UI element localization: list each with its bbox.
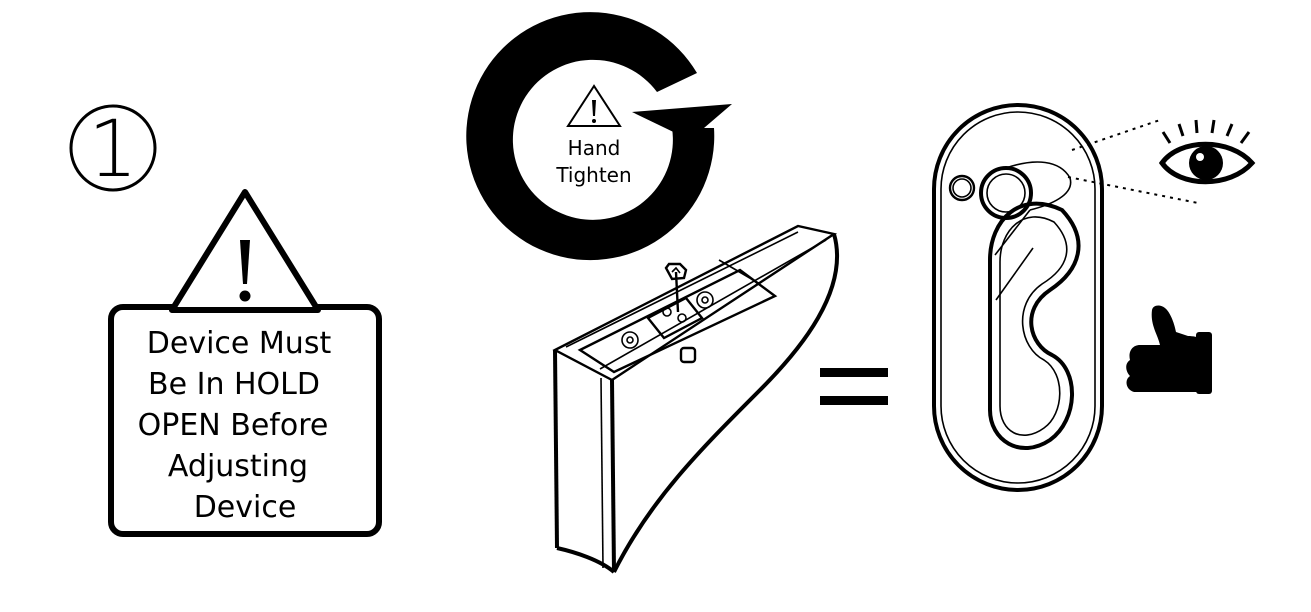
eye-icon <box>1158 119 1256 185</box>
step-number: 1 <box>88 105 138 195</box>
small-warning-triangle-icon <box>566 84 622 127</box>
hold-open-indicator <box>932 103 1104 492</box>
door-closer-illustration <box>552 224 840 574</box>
warning-line-5: Device <box>194 490 297 525</box>
hand-tighten-line-1: Hand <box>568 136 621 160</box>
hand-tighten-line-2: Tighten <box>555 163 631 187</box>
warning-line-2: Be In HOLD <box>148 367 320 402</box>
inspection-sight-lines <box>1067 119 1199 204</box>
warning-line-4: Adjusting <box>168 449 308 484</box>
warning-line-1: Device Must <box>147 326 332 361</box>
warning-sign: Device Must Be In HOLD OPEN Before Adjus… <box>108 189 382 537</box>
equals-icon <box>820 368 888 405</box>
clockwise-arrow-icon <box>466 12 732 261</box>
thumbs-up-icon <box>1126 305 1212 394</box>
warning-triangle-icon <box>169 189 321 313</box>
hand-tighten-rotation: Hand Tighten <box>466 12 732 261</box>
warning-line-3: OPEN Before <box>138 408 329 443</box>
step-number-badge: 1 <box>69 104 157 195</box>
